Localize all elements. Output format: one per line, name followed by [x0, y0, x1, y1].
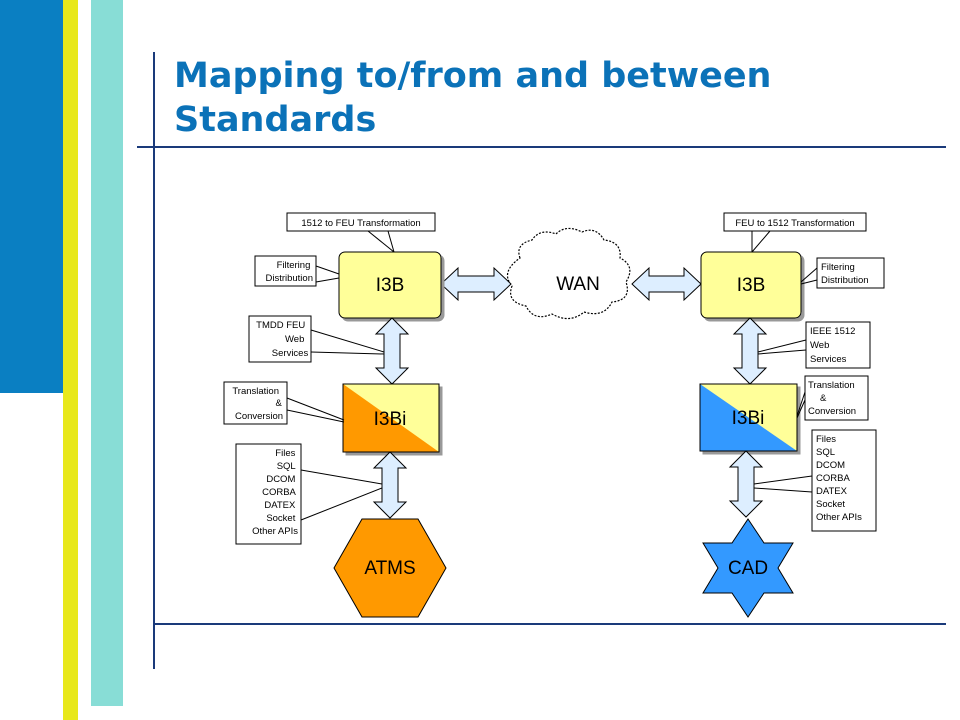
- left-transform-note-text: 1512 to FEU Transformation: [301, 218, 420, 229]
- left-interfaces-note-line: DATEX: [264, 500, 296, 511]
- title-underline-rule: [137, 146, 946, 148]
- left-translation-note-line: Conversion: [235, 411, 283, 422]
- right-interfaces-note-line: Other APIs: [816, 512, 862, 523]
- right-filter-note: Filtering Distribution: [800, 257, 885, 289]
- arrow-wan-to-i3b-right: [631, 266, 702, 302]
- left-translation-note-line: Translation: [232, 386, 279, 397]
- left-interfaces-note-line: Files: [275, 448, 295, 459]
- left-interfaces-note-line: CORBA: [262, 487, 296, 498]
- right-transform-note-text: FEU to 1512 Transformation: [735, 218, 854, 229]
- right-services-note: IEEE 1512 Web Services: [757, 321, 871, 369]
- right-services-note-line: IEEE 1512: [810, 326, 855, 337]
- left-services-note-line: TMDD FEU: [256, 320, 305, 331]
- left-services-note: TMDD FEU Web Services: [248, 315, 385, 363]
- svg-text:Filtering Distribution: Filtering Distribution: [821, 262, 869, 286]
- slide-title-line-2: Standards: [174, 100, 377, 140]
- right-interfaces-note-line: DATEX: [816, 486, 848, 497]
- right-interfaces-note-line: DCOM: [816, 460, 845, 471]
- svg-text:Files SQL DCOM: Files SQL DCOM CORBA DATEX Socket Other …: [816, 434, 862, 523]
- left-i3b-label: I3B: [376, 275, 405, 296]
- right-interfaces-note-line: Files: [816, 434, 836, 445]
- right-translation-note-line: Translation: [808, 380, 855, 391]
- svg-text:IEEE 1512 Web Serv: IEEE 1512 Web Services: [810, 326, 858, 365]
- right-interfaces-note-line: CORBA: [816, 473, 850, 484]
- right-interfaces-note-line: SQL: [816, 447, 835, 458]
- left-interfaces-note-line: Socket: [266, 513, 295, 524]
- arrow-left-i3bi-atms: [372, 451, 408, 519]
- left-filter-note: Filtering Distribution: [254, 255, 340, 287]
- left-translation-note: Translation & Conversion: [223, 381, 345, 425]
- right-filter-note-line: Filtering: [821, 262, 855, 273]
- svg-text:Filtering Distribution: Filtering Distribution: [265, 260, 313, 284]
- wan-label: WAN: [556, 274, 600, 295]
- svg-text:Translation & Conv: Translation & Conversion: [232, 386, 284, 422]
- left-services-note-line: Web: [285, 334, 304, 345]
- left-translation-note-line: &: [276, 398, 283, 409]
- right-i3b-label: I3B: [737, 275, 766, 296]
- accent-bar-cyan: [91, 0, 123, 706]
- left-interfaces-note-line: DCOM: [266, 474, 295, 485]
- right-filter-note-line: Distribution: [821, 275, 869, 286]
- right-interfaces-note-line: Socket: [816, 499, 845, 510]
- accent-bar-blue: [0, 0, 63, 393]
- left-interfaces-note: Files SQL DCOM CORBA DATEX Socket Other …: [235, 443, 383, 545]
- left-i3bi-label: I3Bi: [374, 409, 407, 430]
- svg-text:TMDD FEU Web Servi: TMDD FEU Web Services: [256, 320, 308, 359]
- wan-cloud: WAN: [506, 227, 631, 320]
- left-services-note-line: Services: [272, 348, 309, 359]
- left-transform-note: 1512 to FEU Transformation: [286, 212, 436, 253]
- left-interfaces-note-line: Other APIs: [252, 526, 298, 537]
- right-translation-note-line: Conversion: [808, 406, 856, 417]
- cad-label: CAD: [728, 558, 768, 579]
- right-services-note-line: Services: [810, 354, 847, 365]
- right-i3b-box: I3B: [700, 251, 802, 319]
- left-filter-note-line: Distribution: [265, 273, 313, 284]
- right-i3bi-label: I3Bi: [732, 408, 765, 429]
- svg-text:Files SQL DCOM: Files SQL DCOM CORBA DATEX Socket Other …: [252, 448, 298, 537]
- right-translation-note: Translation & Conversion: [796, 375, 869, 421]
- cad-star: CAD: [702, 518, 794, 618]
- slide-title: Mapping to/from and between Standards: [174, 54, 914, 142]
- slide-vertical-rule: [153, 52, 155, 669]
- right-transform-note: FEU to 1512 Transformation: [723, 212, 867, 253]
- right-services-note-line: Web: [810, 340, 829, 351]
- left-i3bi-box: I3Bi: [342, 383, 440, 453]
- arrow-right-i3bi-cad: [728, 450, 764, 518]
- arrow-i3b-left-to-wan: [440, 266, 512, 302]
- left-i3b-box: I3B: [338, 251, 442, 319]
- svg-text:Translation & Conv: Translation & Conversion: [808, 380, 857, 417]
- atms-label: ATMS: [364, 558, 415, 579]
- right-translation-note-line: &: [820, 393, 827, 404]
- left-filter-note-line: Filtering: [277, 260, 311, 271]
- left-interfaces-note-line: SQL: [277, 461, 296, 472]
- atms-hexagon: ATMS: [333, 518, 447, 618]
- slide-title-line-1: Mapping to/from and between: [174, 56, 772, 96]
- accent-bar-yellow: [63, 0, 78, 720]
- right-interfaces-note: Files SQL DCOM CORBA DATEX Socket Other …: [753, 429, 877, 532]
- right-i3bi-box: I3Bi: [699, 383, 798, 452]
- footer-rule: [153, 623, 946, 625]
